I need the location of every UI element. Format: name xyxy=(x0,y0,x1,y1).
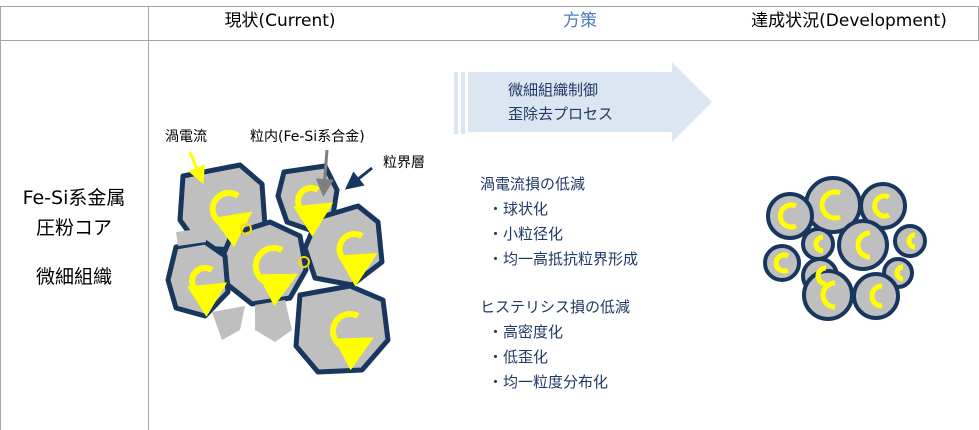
header-development: 達成状況(Development) xyxy=(751,11,947,31)
grid-column-divider xyxy=(148,6,149,430)
boundary-pointer-arrow-icon xyxy=(344,166,373,190)
yellow-circular-arrow-icon xyxy=(773,252,790,274)
eddy-loss-item: ・小粒径化 xyxy=(488,225,564,243)
round-grain xyxy=(763,244,801,282)
yellow-circular-arrow-icon xyxy=(869,283,883,309)
grain-5 xyxy=(165,239,231,319)
hysteresis-loss-title: ヒステリシス損の低減 xyxy=(480,298,631,316)
round-grain xyxy=(766,192,814,240)
yellow-circular-arrow-icon xyxy=(813,234,824,254)
yellow-circular-arrow-icon xyxy=(819,189,841,221)
grid-left-edge xyxy=(0,6,1,430)
row-label-material: Fe-Si系金属 xyxy=(22,187,126,209)
eddy-current-label: 渦電流 xyxy=(165,129,207,145)
boundary-eddy-markers xyxy=(240,223,310,268)
yellow-circular-arrow-icon xyxy=(252,245,299,307)
grain-boundary-label: 粒界層 xyxy=(383,155,425,171)
yellow-circular-arrow-icon xyxy=(855,230,871,260)
round-grain xyxy=(802,269,854,321)
small-eddy-icon xyxy=(240,223,252,235)
yellow-circular-arrow-icon xyxy=(330,311,374,371)
header-strategy: 方策 xyxy=(563,11,597,31)
arrow-stripe xyxy=(454,72,458,134)
grain-6 xyxy=(293,283,391,375)
grid-top-line xyxy=(0,6,979,7)
eddy-loss-title: 渦電流損の低減 xyxy=(480,175,586,193)
grain-4 xyxy=(219,219,309,307)
row-label-core: 圧粉コア xyxy=(35,217,112,239)
yellow-circular-arrow-icon xyxy=(872,193,891,219)
grid-header-line xyxy=(0,40,979,41)
yellow-circular-arrow-icon xyxy=(777,202,798,230)
row-label-microstructure: 微細組織 xyxy=(35,266,112,288)
yellow-circular-arrow-icon xyxy=(209,190,253,248)
yellow-circular-arrow-icon xyxy=(336,231,378,287)
small-grain-2 xyxy=(212,306,245,340)
yellow-circular-arrow-icon xyxy=(820,280,836,310)
grain-3 xyxy=(302,203,385,288)
yellow-circular-arrow-icon xyxy=(293,185,334,237)
eddy-loss-item: ・球状化 xyxy=(488,200,549,218)
yellow-circular-arrow-icon xyxy=(894,264,904,282)
strategy-arrow xyxy=(454,62,712,142)
arrow-body xyxy=(468,62,712,142)
header-current: 現状(Current) xyxy=(224,11,336,31)
development-grains xyxy=(763,176,927,321)
small-grain-1 xyxy=(255,300,292,342)
small-grain-3 xyxy=(176,228,206,246)
arrow-stripe xyxy=(461,72,465,134)
hysteresis-loss-item: ・均一粒度分布化 xyxy=(488,373,609,391)
hysteresis-loss-item: ・低歪化 xyxy=(488,348,549,366)
yellow-circular-arrow-icon xyxy=(815,265,827,287)
current-small-grains xyxy=(176,228,292,342)
yellow-circular-arrow-icon xyxy=(187,265,228,317)
round-grain xyxy=(852,272,900,320)
development-eddy-markers xyxy=(773,189,916,310)
current-eddy-markers xyxy=(187,185,378,371)
eddy-pointer-arrow-icon xyxy=(188,151,205,185)
round-grain xyxy=(837,219,889,271)
yellow-circular-arrow-icon xyxy=(906,232,916,250)
eddy-loss-item: ・均一高抵抗粒界形成 xyxy=(488,250,639,268)
arrow-text-line1: 微細組織制御 xyxy=(508,81,599,99)
round-grain xyxy=(859,182,907,230)
small-eddy-icon xyxy=(298,256,310,268)
grain-interior-label: 粒内(Fe-Si系合金) xyxy=(250,129,365,145)
arrow-text-line2: 歪除去プロセス xyxy=(508,105,614,123)
grain-pointer-arrow-icon xyxy=(315,149,334,197)
hysteresis-loss-item: ・高密度化 xyxy=(488,323,564,341)
